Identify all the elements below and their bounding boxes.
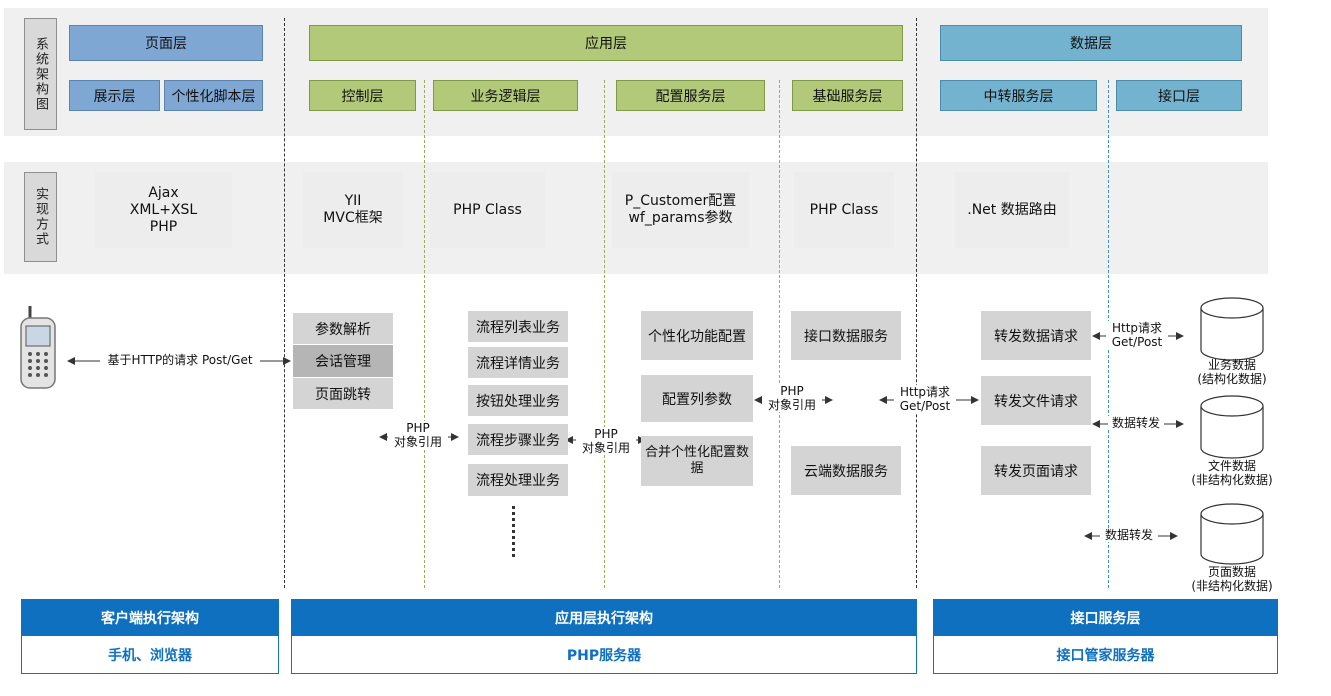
impl-config-line1: P_Customer配置	[624, 193, 737, 209]
page-data-label: 页面数据 (非结构化数据)	[1182, 565, 1282, 593]
page-data-line2: (非结构化数据)	[1191, 579, 1273, 593]
business-data-db-icon	[1200, 297, 1264, 361]
config-item-2: 配置列参数	[641, 375, 753, 422]
php-ref-2-line1: PHP	[594, 427, 618, 441]
impl-relay: .Net 数据路由	[955, 172, 1069, 248]
interface-layer: 接口层	[1116, 80, 1242, 111]
business-data-label: 业务数据 (结构化数据)	[1187, 358, 1277, 386]
php-ref-3-line1: PHP	[780, 384, 804, 398]
file-data-line1: 文件数据	[1207, 459, 1256, 473]
impl-config-line2: wf_params参数	[628, 210, 733, 226]
impl-client-line1: Ajax	[148, 184, 179, 201]
impl-row-label: 实现方式	[24, 172, 57, 262]
php-ref-label-1: PHP 对象引用	[388, 421, 448, 449]
business-layer: 业务逻辑层	[433, 80, 578, 111]
file-data-db-icon	[1200, 395, 1264, 459]
config-layer: 配置服务层	[616, 80, 765, 111]
page-data-line1: 页面数据	[1207, 565, 1256, 579]
file-data-label: 文件数据 (非结构化数据)	[1182, 459, 1282, 487]
divider-control-business	[424, 80, 425, 588]
http-request-line1: Http请求	[899, 385, 951, 399]
divider-client-app	[284, 18, 285, 588]
relay-item-1: 转发数据请求	[981, 311, 1091, 360]
business-item-5: 流程处理业务	[468, 464, 568, 496]
data-layer-header: 数据层	[940, 25, 1242, 61]
business-data-line2: (结构化数据)	[1197, 372, 1267, 386]
php-ref-1-line1: PHP	[406, 421, 430, 435]
app-layer-header: 应用层	[309, 25, 903, 61]
business-item-4: 流程步骤业务	[468, 424, 568, 455]
control-item-2: 会话管理	[293, 345, 393, 377]
http-request-line2: Get/Post	[899, 399, 951, 413]
base-item-1: 接口数据服务	[791, 311, 901, 360]
divider-config-base	[779, 80, 780, 588]
control-item-1: 参数解析	[293, 313, 393, 344]
impl-control-line1: YII	[344, 193, 362, 209]
page-layer-header: 页面层	[69, 25, 263, 61]
app-arch-detail: PHP服务器	[291, 636, 917, 674]
relay-layer: 中转服务层	[940, 80, 1097, 111]
php-ref-1-line2: 对象引用	[393, 435, 442, 449]
file-data-line2: (非结构化数据)	[1191, 473, 1273, 487]
http-request2-line1: Http请求	[1111, 321, 1163, 335]
http-request-label: Http请求 Get/Post	[894, 385, 956, 413]
control-item-3: 页面跳转	[293, 378, 393, 409]
divider-app-data	[916, 18, 917, 588]
iface-arch-header: 接口服务层	[933, 599, 1278, 636]
page-data-db-icon	[1200, 503, 1264, 565]
impl-client-line3: PHP	[149, 218, 178, 235]
data-forward-label-2: 数据转发	[1100, 528, 1158, 542]
base-item-2: 云端数据服务	[791, 446, 901, 495]
php-ref-label-3: PHP 对象引用	[762, 384, 822, 412]
config-item-3: 合并个性化配置数据	[641, 436, 753, 486]
php-ref-label-2: PHP 对象引用	[576, 427, 636, 455]
impl-client-line2: XML+XSL	[129, 201, 198, 218]
client-arch-detail: 手机、浏览器	[21, 636, 279, 674]
impl-control: YII MVC框架	[303, 172, 403, 248]
business-item-3: 按钮处理业务	[468, 385, 568, 416]
control-layer: 控制层	[309, 80, 416, 111]
iface-arch-detail: 接口管家服务器	[933, 636, 1278, 674]
business-data-line1: 业务数据	[1207, 358, 1256, 372]
data-forward-label-1: 数据转发	[1108, 416, 1164, 430]
impl-control-line2: MVC框架	[323, 210, 383, 226]
relay-item-2: 转发文件请求	[981, 376, 1091, 425]
app-arch-header: 应用层执行架构	[291, 599, 917, 636]
impl-config: P_Customer配置 wf_params参数	[612, 172, 749, 248]
business-item-2: 流程详情业务	[468, 347, 568, 378]
impl-base: PHP Class	[794, 172, 894, 248]
http-request2-line2: Get/Post	[1111, 335, 1163, 349]
divider-business-config	[604, 80, 605, 588]
business-item-1: 流程列表业务	[468, 311, 568, 342]
display-layer: 展示层	[69, 80, 160, 111]
php-ref-2-line2: 对象引用	[581, 441, 630, 455]
arch-row-label: 系统架构图	[24, 18, 57, 130]
config-item-1: 个性化功能配置	[641, 311, 753, 360]
impl-business: PHP Class	[430, 172, 545, 248]
client-arch-header: 客户端执行架构	[21, 599, 279, 636]
relay-item-3: 转发页面请求	[981, 446, 1091, 495]
mobile-phone-icon	[16, 304, 60, 390]
script-layer: 个性化脚本层	[164, 80, 263, 111]
php-ref-3-line2: 对象引用	[767, 398, 816, 412]
impl-client: Ajax XML+XSL PHP	[95, 172, 232, 248]
base-layer: 基础服务层	[792, 80, 903, 111]
client-link-label: 基于HTTP的请求 Post/Get	[100, 353, 260, 367]
http-request-label-2: Http请求 Get/Post	[1106, 321, 1168, 349]
